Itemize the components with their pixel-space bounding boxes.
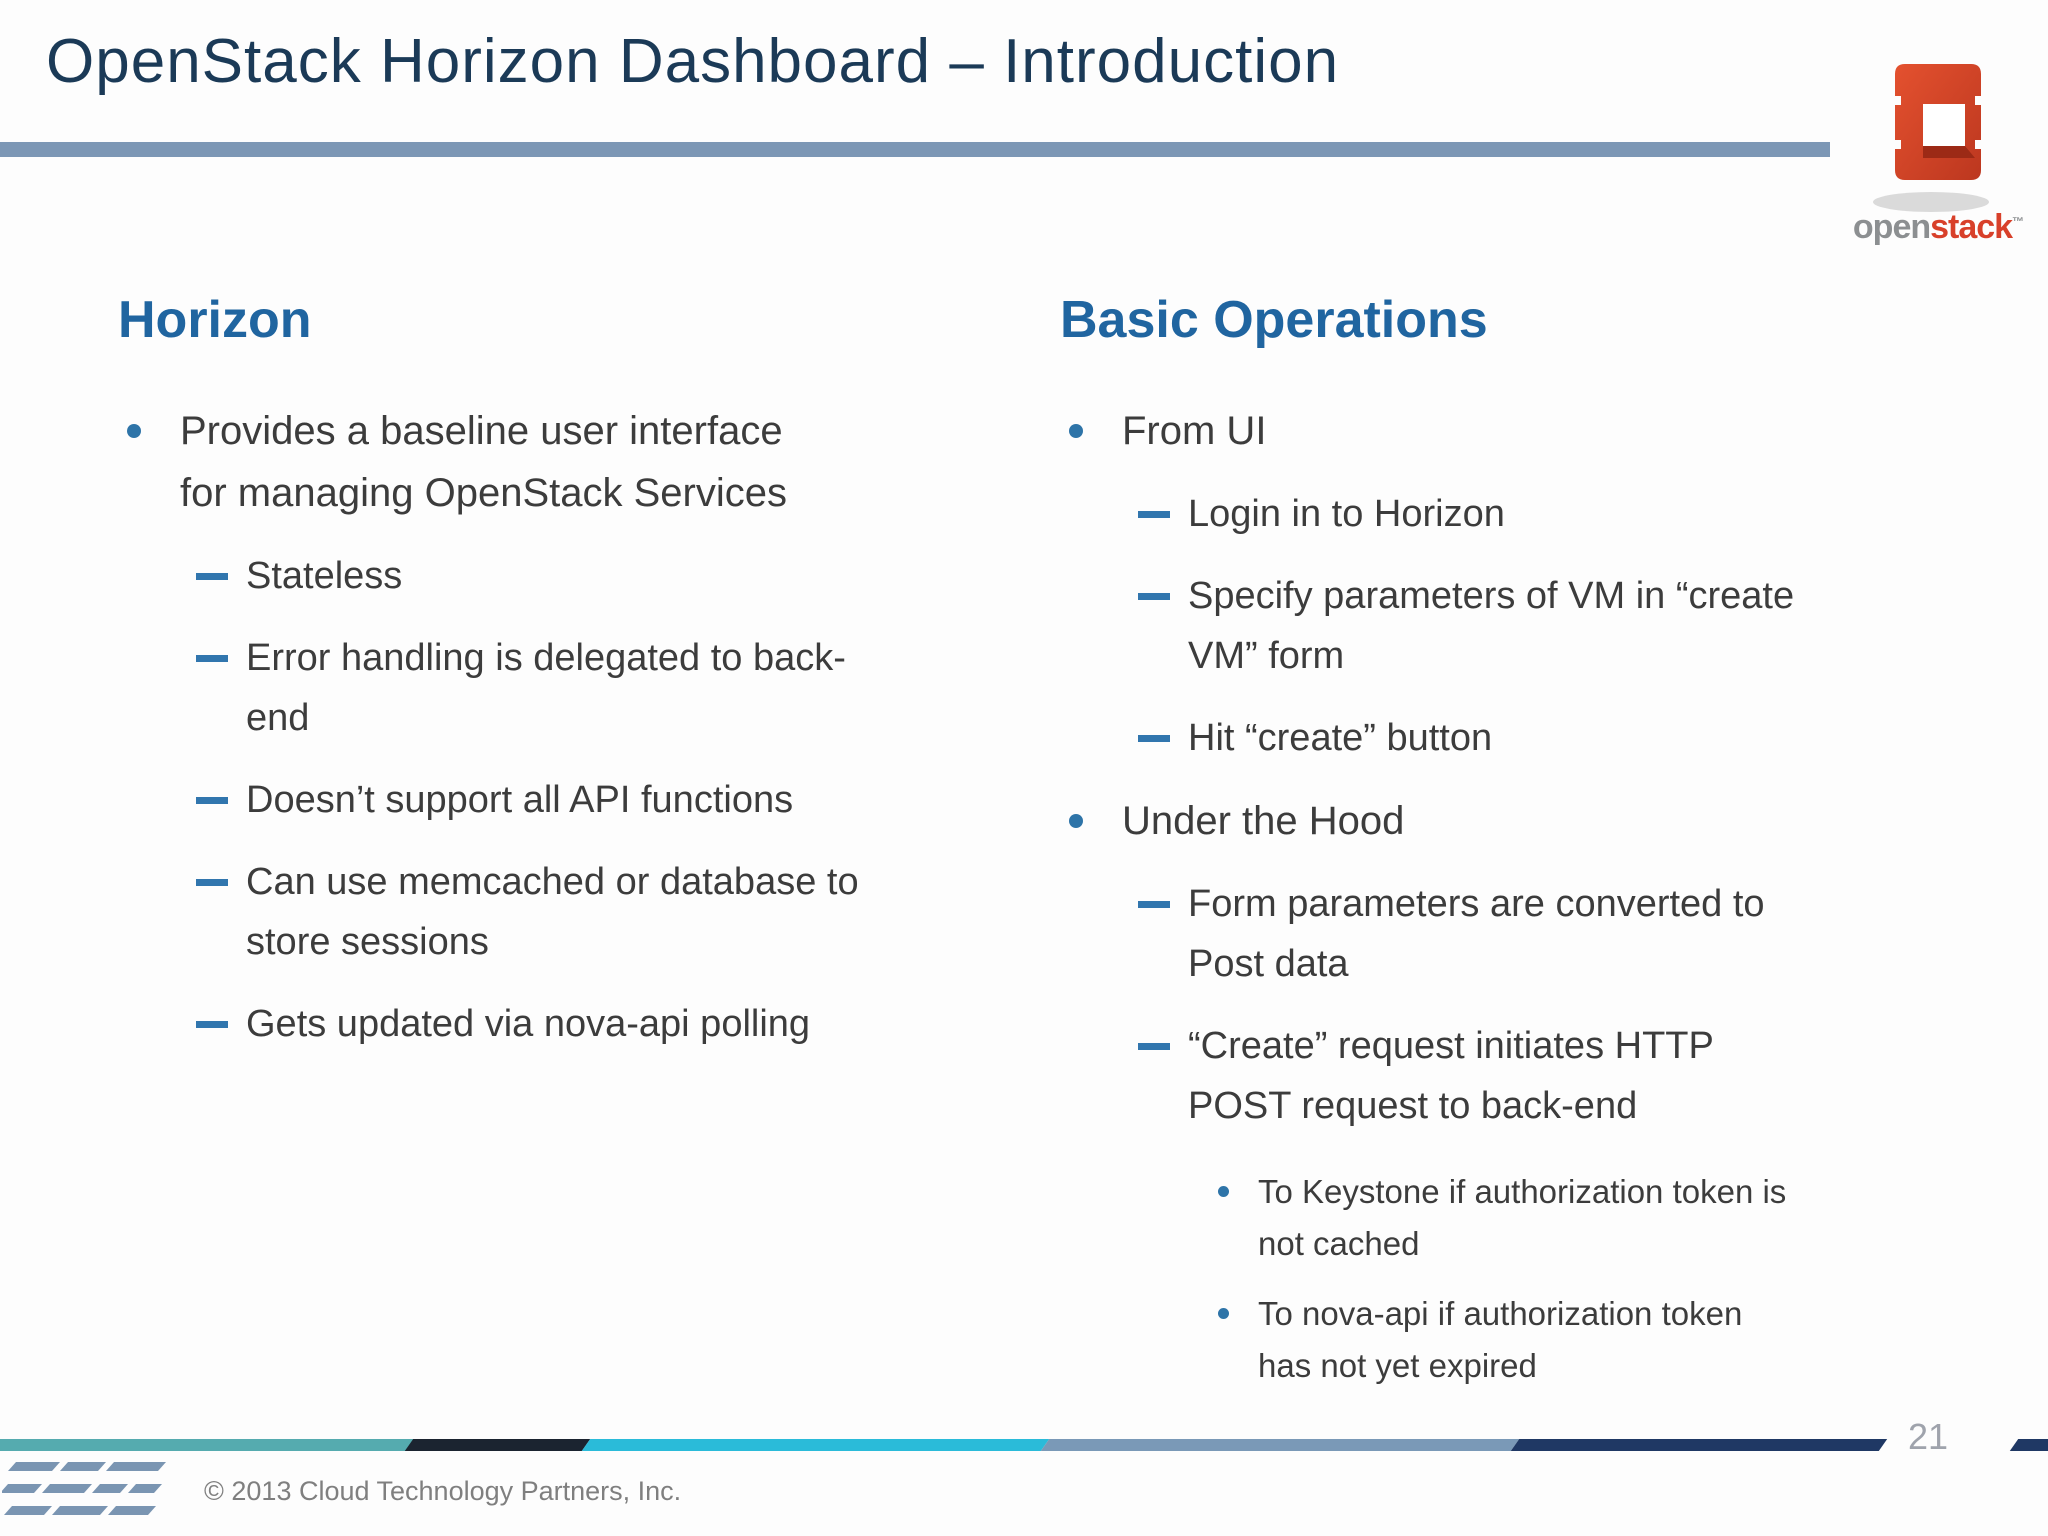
trademark-symbol: ™ (2012, 214, 2024, 229)
bullet-text: not cached (1258, 1225, 1420, 1262)
bullet-text: Hit “create” button (1188, 717, 1493, 759)
bullet-text: Gets updated via nova-api polling (246, 1003, 811, 1045)
dash-icon (196, 655, 228, 662)
bullet-text: Error handling is delegated to back- (246, 637, 846, 679)
bullet-dot-icon (127, 424, 141, 438)
copyright-text: © 2013 Cloud Technology Partners, Inc. (204, 1476, 682, 1506)
footer-stripe (0, 1439, 2048, 1451)
bullet-item: Provides a baseline user interface for m… (118, 400, 1038, 524)
bullet-dot-icon (1069, 814, 1083, 828)
bullet-dot-icon (1069, 424, 1083, 438)
openstack-word-stack: stack (1930, 208, 2013, 246)
bullet-text: Can use memcached or database to (246, 861, 859, 903)
sub-bullet-item: Gets updated via nova-api polling (196, 994, 1038, 1054)
openstack-cube-icon (1873, 64, 1989, 212)
sub-bullet-item: “Create” request initiates HTTP POST req… (1138, 1016, 2020, 1136)
sub-bullet-item: Specify parameters of VM in “create VM” … (1138, 566, 2020, 686)
stripe-segment-navy (1510, 1439, 1888, 1451)
stripe-segment-navy-tip (2009, 1439, 2048, 1451)
stripe-segment-steel (1040, 1439, 1520, 1451)
dash-icon (1138, 593, 1170, 600)
right-column-heading: Basic Operations (1060, 291, 1488, 349)
left-column-heading: Horizon (118, 291, 312, 349)
sub-bullet-item: Stateless (196, 546, 1038, 606)
bullet-text: To nova-api if authorization token (1258, 1295, 1743, 1332)
dash-icon (1138, 735, 1170, 742)
dash-icon (1138, 511, 1170, 518)
bullet-text: store sessions (246, 921, 489, 963)
bullet-text: “Create” request initiates HTTP (1188, 1025, 1714, 1067)
bullet-text: Specify parameters of VM in “create (1188, 575, 1795, 617)
bullet-dot-icon (1218, 1186, 1229, 1197)
dash-icon (196, 879, 228, 886)
page-title: OpenStack Horizon Dashboard – Introducti… (46, 27, 1340, 96)
stripe-segment-teal (0, 1439, 433, 1451)
stripe-segment-dark (404, 1439, 591, 1451)
bullet-text: for managing OpenStack Services (180, 471, 787, 515)
dash-icon (196, 1021, 228, 1028)
bullet-text: POST request to back-end (1188, 1085, 1638, 1127)
dash-icon (196, 573, 228, 580)
openstack-word-open: open (1852, 208, 1931, 246)
openstack-wordmark: openstack™ (1848, 208, 2028, 247)
sub-bullet-item: Doesn’t support all API functions (196, 770, 1038, 830)
stripe-segment-cyan (581, 1439, 1050, 1451)
ctp-logo-icon (2, 1462, 166, 1515)
bullet-text: Under the Hood (1122, 799, 1405, 843)
bullet-text: VM” form (1188, 635, 1345, 677)
dash-icon (1138, 901, 1170, 908)
bullet-text: Login in to Horizon (1188, 493, 1505, 535)
bullet-item: Under the Hood (1060, 790, 2020, 852)
bullet-text: has not yet expired (1258, 1347, 1537, 1384)
sub-bullet-item: Error handling is delegated to back- end (196, 628, 1038, 748)
sub-sub-bullet-item: To nova-api if authorization token has n… (1218, 1288, 2020, 1392)
bullet-text: To Keystone if authorization token is (1258, 1173, 1787, 1210)
bullet-text: Post data (1188, 943, 1349, 985)
sub-bullet-item: Login in to Horizon (1138, 484, 2020, 544)
openstack-logo: openstack™ (1848, 56, 2028, 247)
bullet-text: Provides a baseline user interface (180, 409, 783, 453)
dash-icon (1138, 1043, 1170, 1050)
left-column: Horizon Provides a baseline user interfa… (118, 290, 1038, 1076)
sub-bullet-item: Can use memcached or database to store s… (196, 852, 1038, 972)
sub-bullet-item: Hit “create” button (1138, 708, 2020, 768)
title-divider (0, 142, 1830, 157)
bullet-text: From UI (1122, 409, 1267, 453)
bullet-text: end (246, 697, 310, 739)
bullet-item: From UI (1060, 400, 2020, 462)
sub-sub-bullet-item: To Keystone if authorization token is no… (1218, 1166, 2020, 1270)
bullet-text: Stateless (246, 555, 403, 597)
page-number: 21 (1908, 1416, 1949, 1457)
bullet-text: Doesn’t support all API functions (246, 779, 794, 821)
bullet-text: Form parameters are converted to (1188, 883, 1765, 925)
bullet-dot-icon (1218, 1308, 1229, 1319)
sub-bullet-item: Form parameters are converted to Post da… (1138, 874, 2020, 994)
right-column: Basic Operations From UI Login in to Hor… (1060, 290, 2020, 1410)
dash-icon (196, 797, 228, 804)
